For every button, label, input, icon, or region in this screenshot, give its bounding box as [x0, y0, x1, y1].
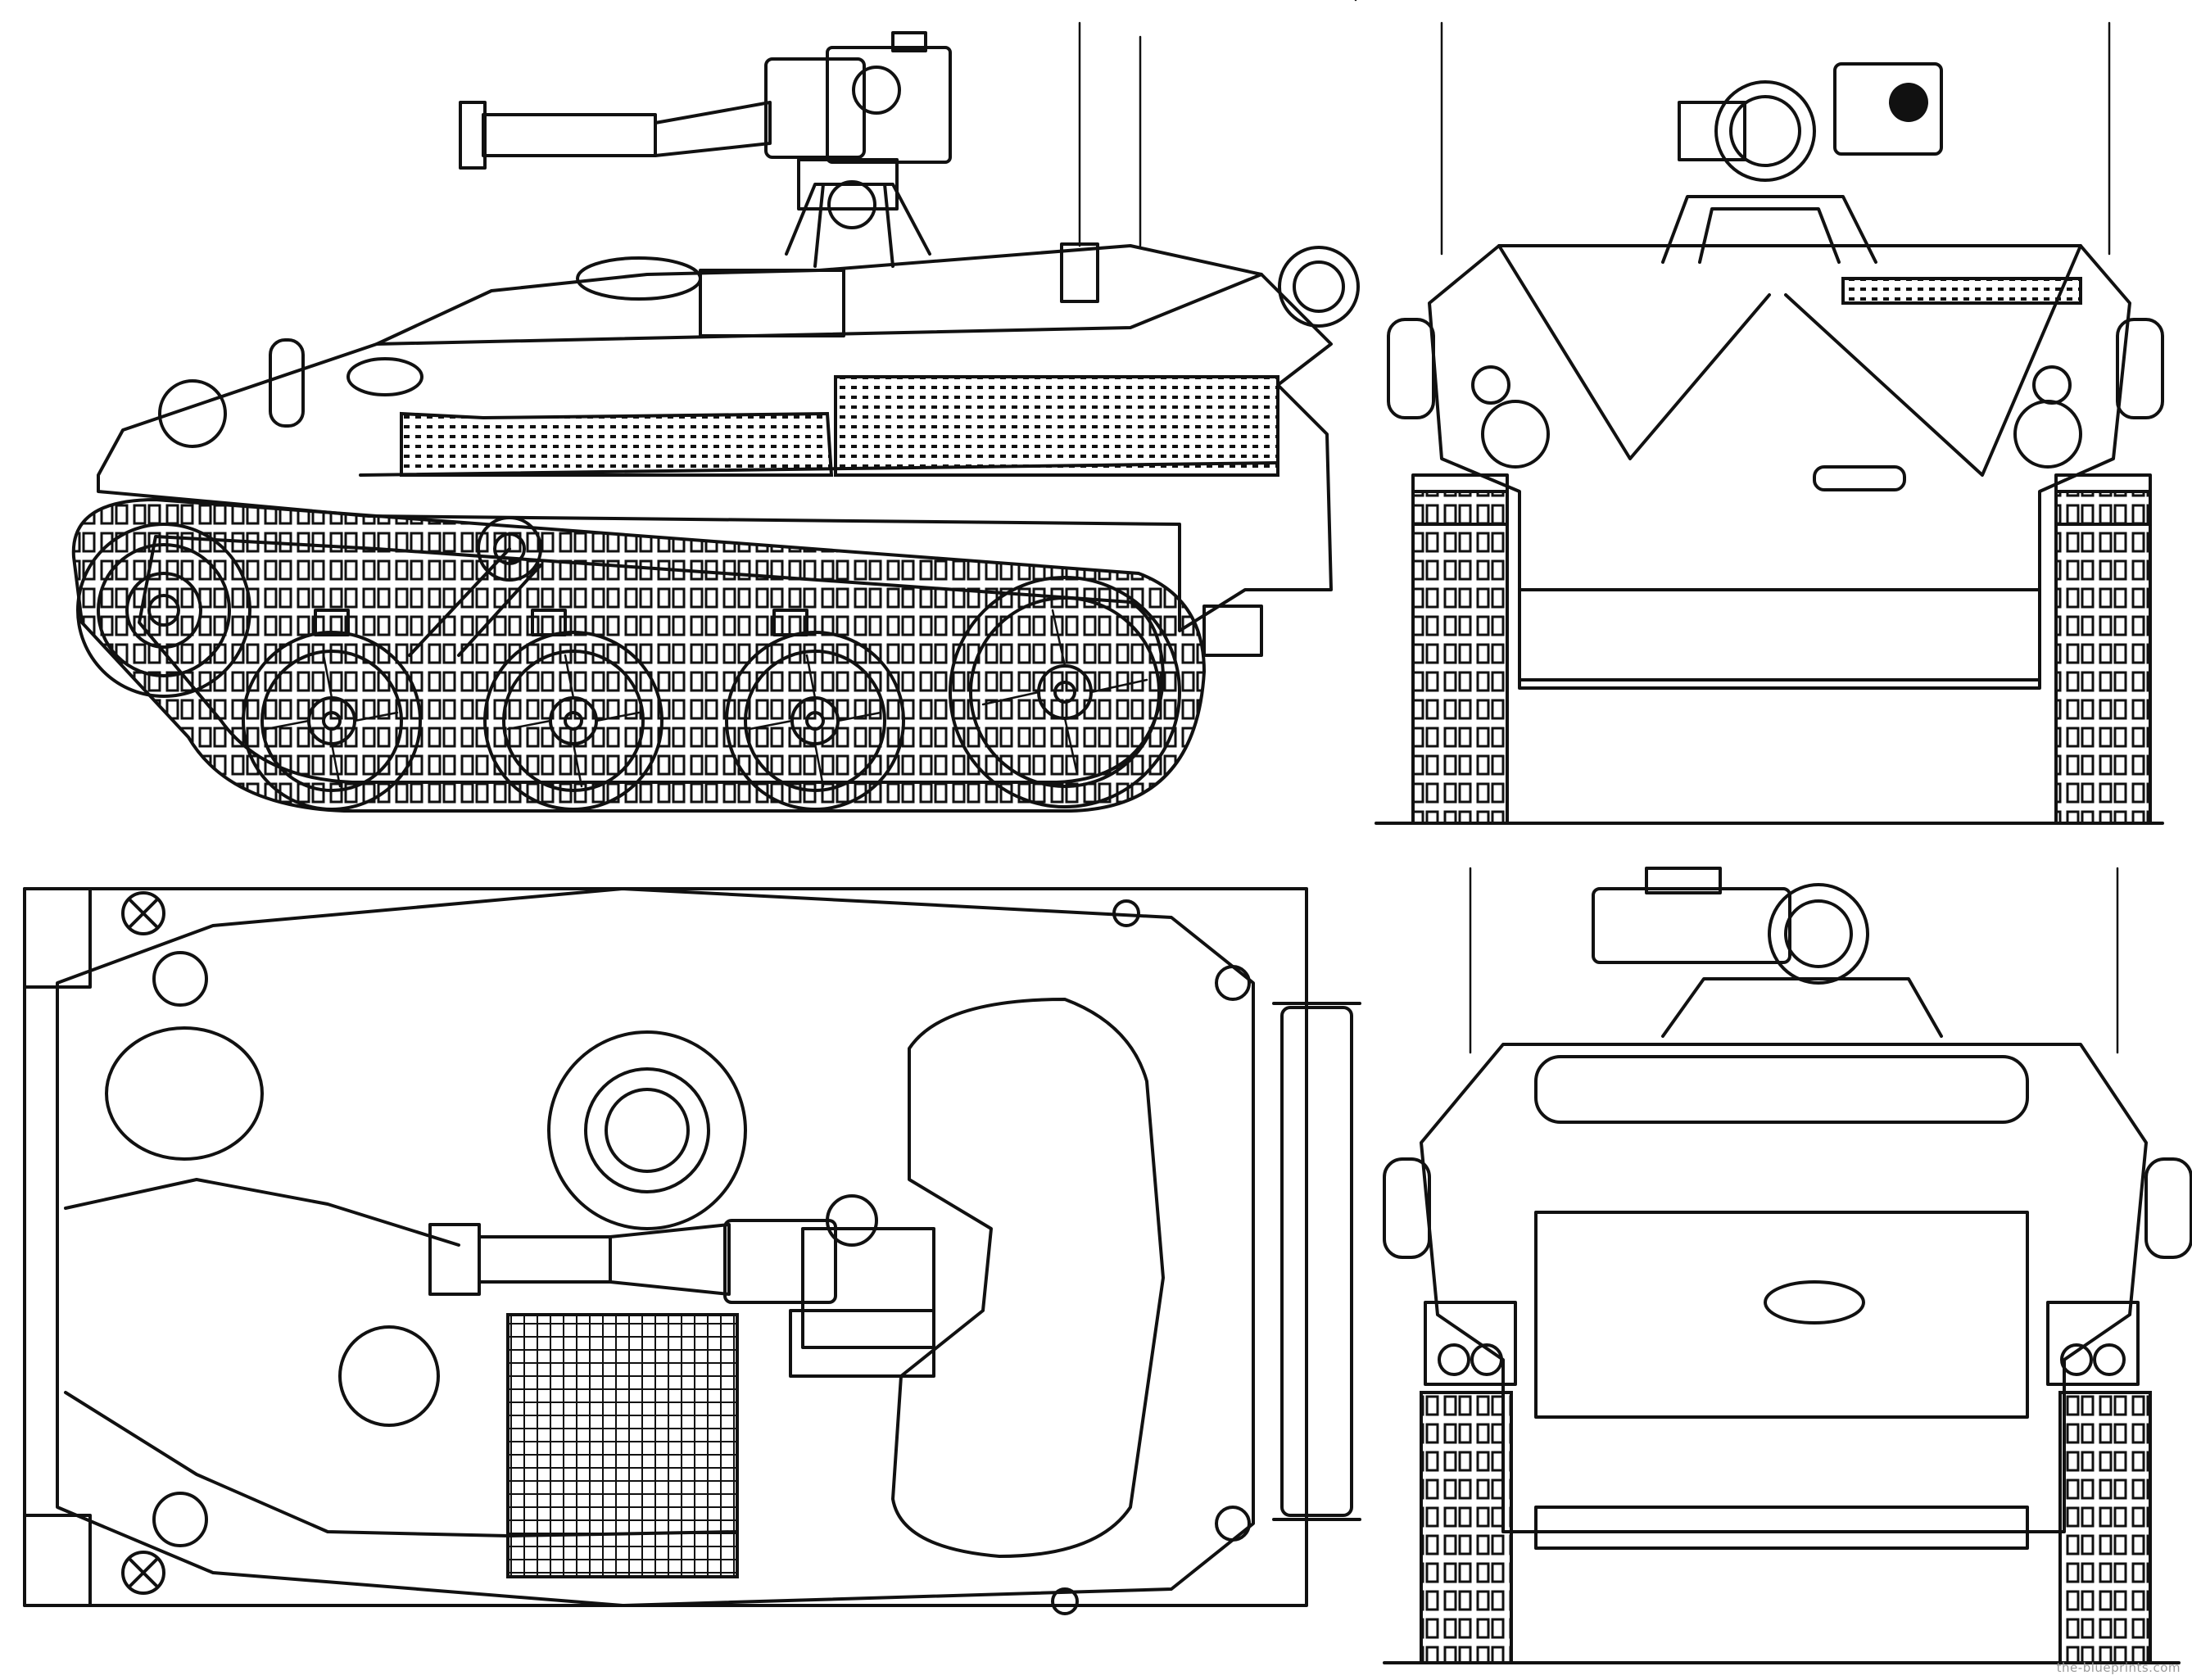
- rear-view: [1383, 867, 2192, 1664]
- side-mesh-panel-rear: [834, 375, 1279, 477]
- side-drive-sprocket: [76, 523, 251, 698]
- side-bump-stop-2: [531, 609, 567, 636]
- top-cupola-middle: [584, 1067, 710, 1193]
- rear-lights-right: [2046, 1301, 2140, 1386]
- top-light-cross-upper-x: [128, 898, 159, 929]
- rear-light-right-1: [2060, 1343, 2093, 1376]
- side-suspension-arm-2: [457, 564, 542, 657]
- rear-bumper: [1534, 1506, 2029, 1550]
- side-track: [71, 497, 1207, 813]
- top-lift-eye-1: [1215, 965, 1251, 1001]
- front-glacis-line-left: [1497, 244, 1771, 460]
- side-missile-launcher: [459, 31, 952, 268]
- top-mirror-upper: [152, 951, 208, 1007]
- top-cupola-outer: [547, 1030, 747, 1230]
- front-view: [1375, 21, 2164, 825]
- top-cable-upper: [64, 1178, 460, 1247]
- top-lift-eye-3: [1112, 899, 1140, 927]
- front-hull: [1428, 244, 2131, 682]
- side-return-roller: [477, 516, 542, 582]
- side-return-roller-hub: [493, 532, 526, 565]
- side-periscope: [346, 357, 423, 396]
- front-missile-launcher: [1661, 62, 1943, 264]
- side-hatch: [699, 269, 845, 337]
- top-front-block-left: [23, 887, 92, 989]
- rear-track-left: [1420, 1391, 1513, 1664]
- side-road-wheel-1: [242, 631, 422, 811]
- side-tow-hook: [1202, 605, 1263, 657]
- side-track-inner: [138, 535, 1165, 784]
- rear-mirror-left: [1383, 1157, 1431, 1259]
- front-handle: [1813, 465, 1906, 491]
- side-bump-stop-3: [772, 609, 808, 636]
- top-lift-eye-4: [1051, 1587, 1079, 1615]
- top-front-block-left-lower: [23, 1514, 92, 1607]
- top-hull-outline: [23, 887, 1308, 1607]
- rear-light-left-2: [1470, 1343, 1503, 1376]
- top-cupola-inner: [605, 1088, 690, 1173]
- top-hull-deck: [56, 887, 1255, 1607]
- top-view: [23, 887, 1361, 1615]
- top-missile-launcher: [428, 1194, 935, 1378]
- front-track-right: [2054, 490, 2152, 825]
- top-light-cross-upper: [121, 891, 165, 935]
- top-driver-hatch: [105, 1026, 264, 1161]
- front-mirror-right: [2116, 318, 2164, 419]
- watermark: the-blueprints.com: [2056, 1660, 2181, 1675]
- rear-light-right-2: [2093, 1343, 2126, 1376]
- side-antenna-base-1: [1060, 242, 1099, 303]
- rear-emblem: [1764, 1280, 1865, 1325]
- top-lift-eye-2: [1215, 1506, 1251, 1542]
- top-cable-lower: [64, 1391, 739, 1537]
- front-headlight-upper-right: [2032, 365, 2072, 405]
- side-bump-stop-1: [314, 609, 350, 636]
- front-lower-plate: [1518, 588, 2041, 690]
- top-engine-grille: [506, 1313, 739, 1578]
- top-rear-hatch: [338, 1325, 440, 1427]
- rear-light-left-1: [1438, 1343, 1470, 1376]
- front-fender-left: [1411, 473, 1509, 526]
- side-dome: [576, 256, 702, 301]
- rear-lights-left: [1424, 1301, 1517, 1386]
- side-headlamp: [158, 379, 227, 448]
- front-headlight-left: [1481, 400, 1550, 469]
- top-light-cross-lower-x: [128, 1557, 159, 1588]
- side-mesh-panel-front: [400, 411, 834, 477]
- front-track-left: [1411, 490, 1509, 825]
- front-glacis-line-right: [1784, 244, 2082, 477]
- side-view: [71, 21, 1360, 813]
- top-mirror-lower: [152, 1492, 208, 1547]
- side-suspension-arm-1: [408, 547, 511, 657]
- rear-mirror-right: [2144, 1157, 2192, 1259]
- top-towbar: [1280, 1006, 1353, 1517]
- side-mirror: [269, 338, 305, 428]
- rear-tube-upper: [1534, 1055, 2029, 1124]
- side-road-wheel-3: [725, 631, 905, 811]
- top-rear-door-panel: [891, 998, 1165, 1558]
- front-headlight-upper-left: [1471, 365, 1510, 405]
- side-hull: [97, 244, 1333, 632]
- side-road-wheel-2: [483, 631, 663, 811]
- side-rear-lamp: [1278, 246, 1360, 328]
- top-light-cross-lower: [121, 1551, 165, 1595]
- front-headlight-right: [2013, 400, 2082, 469]
- front-vent-panel: [1841, 277, 2082, 305]
- rear-door: [1534, 1211, 2029, 1419]
- front-fender-right: [2054, 473, 2152, 526]
- side-rear-lamp-inner: [1293, 260, 1345, 313]
- side-idler-wheel: [949, 576, 1181, 808]
- rear-track-right: [2058, 1391, 2152, 1664]
- side-hull-top-edge: [375, 273, 1263, 346]
- front-mirror-left: [1387, 318, 1435, 419]
- rear-missile-launcher: [1592, 867, 1943, 1038]
